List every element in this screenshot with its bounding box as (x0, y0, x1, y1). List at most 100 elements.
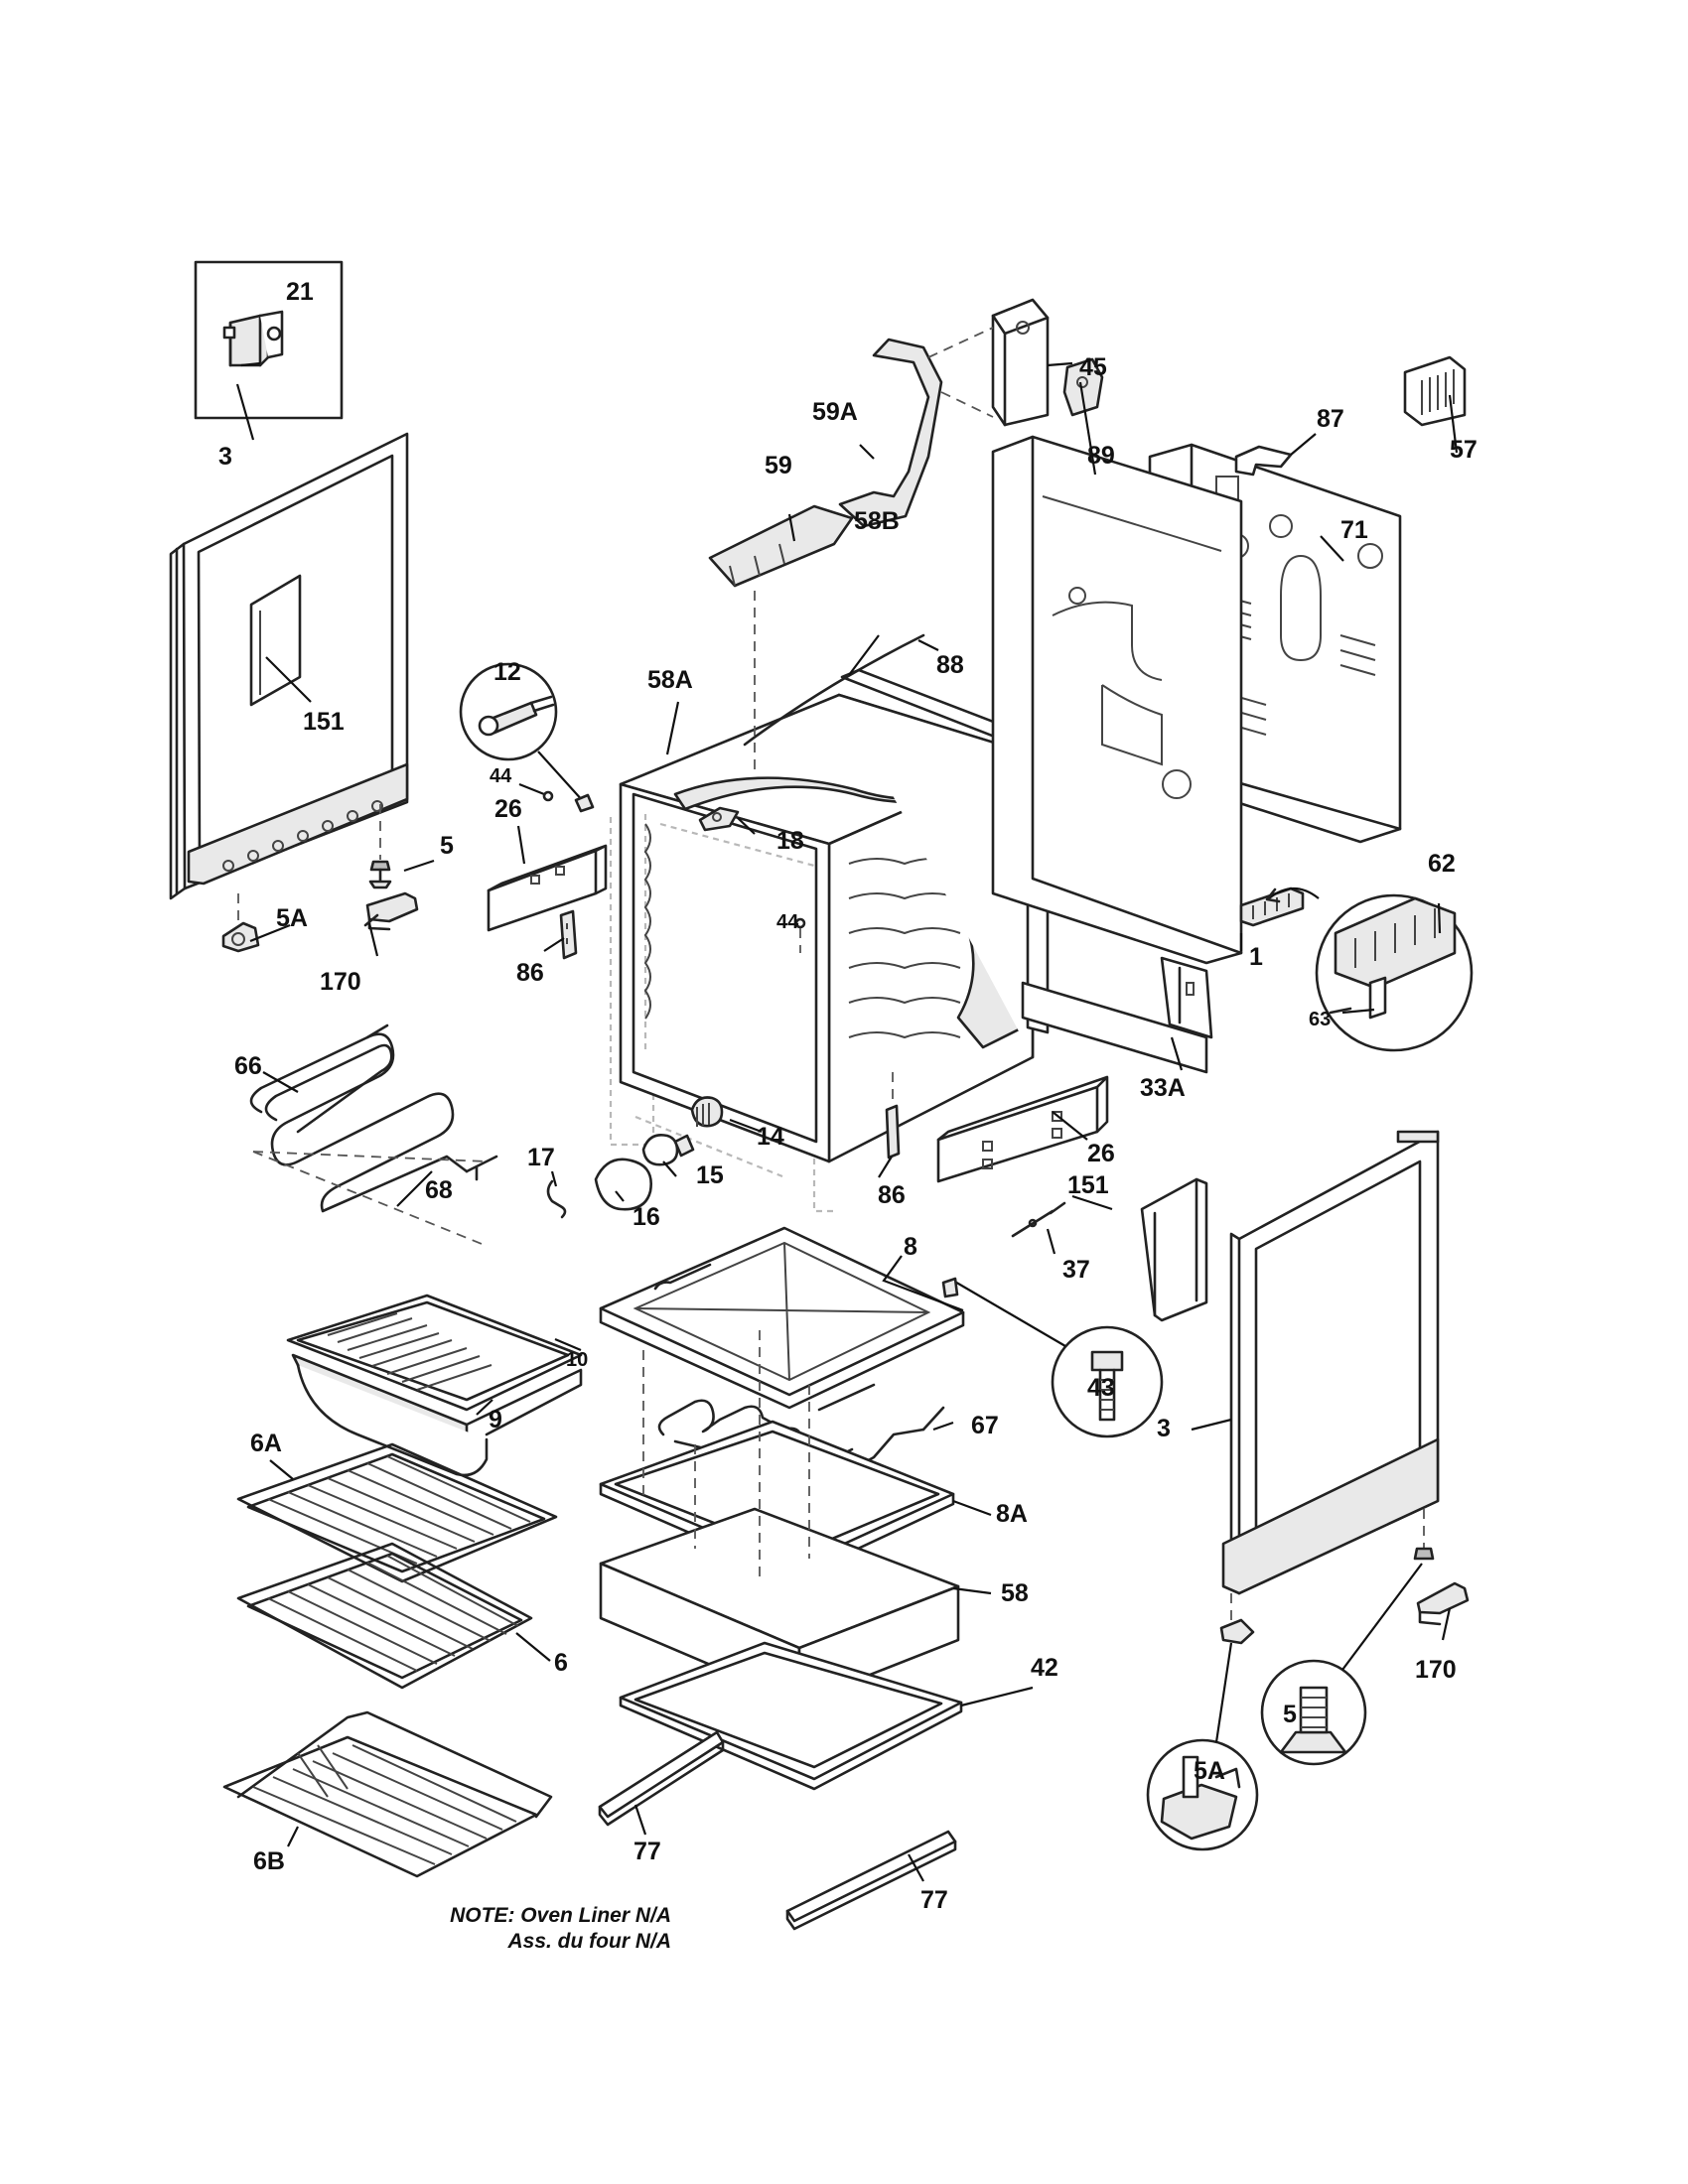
screw-44-right (794, 917, 806, 953)
label-16: 16 (633, 1203, 660, 1231)
label-86-left: 86 (516, 959, 544, 987)
label-37: 37 (1062, 1256, 1090, 1284)
label-26-right: 26 (1087, 1140, 1115, 1167)
right-hinges (1219, 1509, 1470, 1645)
label-151-right: 151 (1067, 1171, 1109, 1199)
insulation-59A (838, 338, 943, 528)
label-77-left: 77 (633, 1838, 661, 1865)
slide-77-right (785, 1830, 957, 1931)
broiler-pan (286, 1294, 583, 1477)
part-62-detail (1239, 887, 1474, 1052)
label-6: 6 (554, 1649, 568, 1677)
dashed-guides-top (754, 327, 994, 769)
label-8: 8 (904, 1233, 917, 1261)
leader-lines (235, 361, 1459, 1882)
wire-37 (1011, 1201, 1066, 1238)
label-66: 66 (234, 1052, 262, 1080)
oven-bottom-8 (599, 1226, 965, 1412)
label-59A: 59A (812, 398, 858, 426)
oven-rack-6B (222, 1710, 553, 1878)
part-5-detail (1260, 1563, 1423, 1766)
side-rail-33A (1021, 956, 1213, 1074)
label-58: 58 (1001, 1579, 1029, 1607)
insulation-59 (708, 504, 854, 588)
label-44-a: 44 (490, 765, 512, 787)
label-5A-left: 5A (276, 904, 308, 932)
label-18: 18 (776, 827, 804, 855)
label-67: 67 (971, 1412, 999, 1439)
label-5A-right: 5A (1194, 1757, 1225, 1785)
side-rail-26-left (487, 844, 608, 932)
label-12: 12 (493, 658, 521, 686)
label-45: 45 (1079, 353, 1107, 381)
left-oven-door (169, 432, 409, 900)
label-33A: 33A (1140, 1074, 1186, 1102)
label-71: 71 (1340, 516, 1368, 544)
label-59: 59 (765, 452, 792, 479)
note-line-1: NOTE: Oven Liner N/A (450, 1904, 671, 1927)
label-17: 17 (527, 1144, 555, 1171)
bracket-151-right (1140, 1177, 1208, 1322)
label-5-right: 5 (1283, 1701, 1297, 1728)
label-42: 42 (1031, 1654, 1058, 1682)
label-58B: 58B (854, 507, 900, 535)
screw-44-left (518, 782, 554, 802)
label-170-left: 170 (320, 968, 361, 996)
part-12-detail (459, 662, 595, 813)
note-line-2: Ass. du four N/A (506, 1930, 671, 1953)
label-10: 10 (566, 1349, 588, 1371)
bracket-89 (1062, 357, 1104, 417)
oven-rack-6 (236, 1542, 533, 1690)
cover-87 (1234, 445, 1293, 477)
part-21-inset (194, 260, 344, 420)
label-62: 62 (1428, 850, 1456, 878)
broil-element-66 (249, 1024, 498, 1213)
label-1: 1 (1249, 943, 1263, 971)
oven-rack-6A (236, 1442, 558, 1583)
label-63: 63 (1309, 1009, 1331, 1030)
oven-cavity (619, 693, 1035, 1163)
wire-88 (743, 633, 925, 747)
label-87: 87 (1317, 405, 1344, 433)
label-5-left: 5 (440, 832, 454, 860)
slide-77-left (598, 1730, 725, 1827)
side-rail-26-right (936, 1075, 1109, 1183)
label-6A: 6A (250, 1430, 282, 1457)
right-oven-door (1221, 1130, 1440, 1595)
label-57: 57 (1450, 436, 1477, 464)
bottom-panel-42 (619, 1641, 963, 1791)
label-88: 88 (936, 651, 964, 679)
label-77-right: 77 (920, 1886, 948, 1914)
label-58A: 58A (647, 666, 693, 694)
duct-45 (991, 298, 1050, 427)
light-parts (546, 1096, 724, 1219)
rear-wall-1 (991, 435, 1243, 965)
label-26-left: 26 (494, 795, 522, 823)
dashed-guides-bottom (642, 1330, 810, 1578)
label-3-left: 3 (218, 443, 232, 471)
bracket-86-left (559, 909, 578, 960)
label-151-left: 151 (303, 708, 345, 736)
label-43: 43 (1087, 1374, 1115, 1402)
label-86-right: 86 (878, 1181, 906, 1209)
bracket-86-right (885, 1072, 901, 1160)
label-21: 21 (286, 278, 314, 306)
vent-57 (1403, 355, 1467, 427)
label-170-right: 170 (1415, 1656, 1457, 1684)
label-15: 15 (696, 1161, 724, 1189)
label-6B: 6B (253, 1847, 285, 1875)
part-5A-detail (1146, 1642, 1259, 1851)
label-14: 14 (757, 1123, 784, 1151)
label-8A: 8A (996, 1500, 1028, 1528)
label-3-right: 3 (1157, 1415, 1171, 1442)
part-18-detail (698, 806, 756, 835)
left-hinges (221, 804, 419, 953)
part-43-detail (941, 1277, 1164, 1438)
label-68: 68 (425, 1176, 453, 1204)
label-44-b: 44 (776, 911, 799, 933)
callout-labels: 21 3 151 12 44 26 5 5A 170 86 58A 18 44 … (218, 278, 1477, 1914)
insulation-68 (252, 1151, 488, 1247)
label-9: 9 (489, 1406, 502, 1433)
label-89: 89 (1087, 442, 1115, 470)
